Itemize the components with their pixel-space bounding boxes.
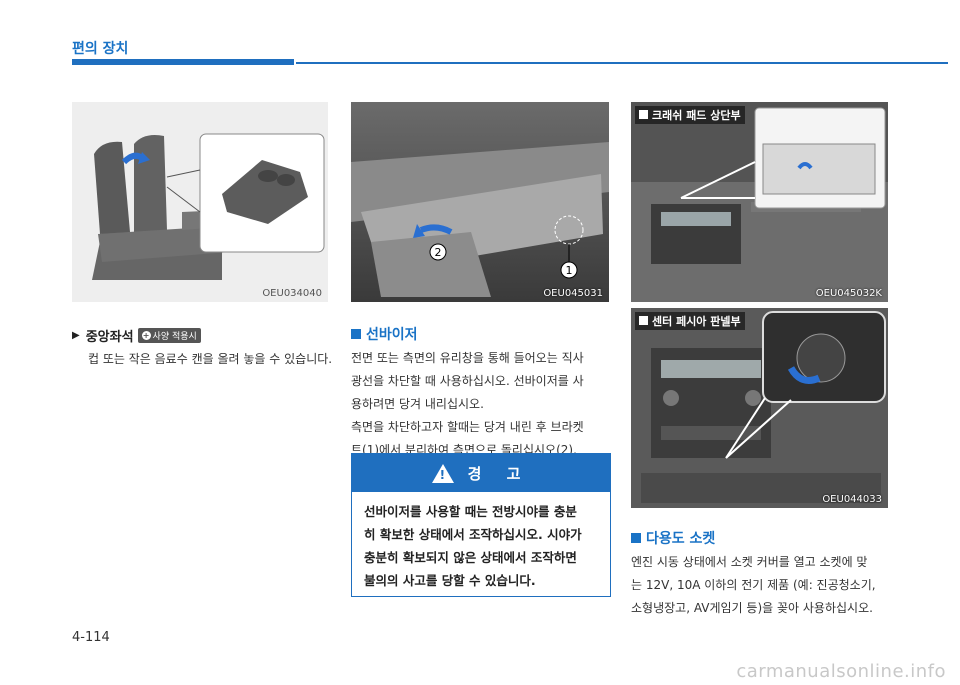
sun-visor-figure: 2 1 OEU045031 [351, 102, 609, 302]
figure-code: OEU045031 [543, 288, 603, 299]
center-seat-heading: ▶ 중앙좌석 +사양 적용시 [72, 326, 201, 345]
figure-label: 크래쉬 패드 상단부 [635, 106, 745, 124]
sun-visor-text: 전면 또는 측면의 유리창을 통해 들어오는 직사 광선을 차단할 때 사용하십… [351, 351, 584, 457]
center-fascia-figure: 센터 페시아 판넬부 OEU044033 [631, 308, 888, 508]
watermark: carmanualsonline.info [736, 661, 946, 682]
callout-2: 2 [435, 246, 442, 259]
figure-code: OEU045032K [815, 288, 882, 299]
option-badge: +사양 적용시 [137, 328, 201, 343]
section-title: 편의 장치 [72, 41, 129, 57]
callout-1: 1 [566, 264, 573, 277]
page-number: 4-114 [72, 630, 110, 645]
seat-figure: OEU034040 [72, 102, 328, 302]
square-bullet-icon [351, 329, 361, 339]
sun-visor-heading: 선바이저 [351, 324, 418, 344]
warning-text: 선바이저를 사용할 때는 전방시야를 충분 히 확보한 상태에서 조작하십시오.… [364, 504, 582, 588]
figure-label: 센터 페시아 판넬부 [635, 312, 745, 330]
warning-triangle-icon: ! [431, 463, 454, 483]
header-rule-thin [296, 62, 948, 64]
header-rule-thick [72, 59, 294, 65]
warning-box: ! 경 고 선바이저를 사용할 때는 전방시야를 충분 히 확보한 상태에서 조… [351, 453, 611, 597]
plus-icon: + [141, 331, 151, 340]
socket-text: 엔진 시동 상태에서 소켓 커버를 열고 소켓에 맞 는 12V, 10A 이하… [631, 555, 876, 615]
socket-heading: 다용도 소켓 [631, 528, 715, 548]
square-bullet-icon [631, 533, 641, 543]
center-seat-text: 컵 또는 작은 음료수 캔을 올려 놓을 수 있습니다. [88, 352, 333, 366]
figure-code: OEU034040 [262, 288, 322, 299]
triangle-bullet-icon: ▶ [72, 330, 80, 341]
figure-code: OEU044033 [822, 494, 882, 505]
warning-header: ! 경 고 [352, 454, 610, 492]
crash-pad-figure: 크래쉬 패드 상단부 OEU045032K [631, 102, 888, 302]
